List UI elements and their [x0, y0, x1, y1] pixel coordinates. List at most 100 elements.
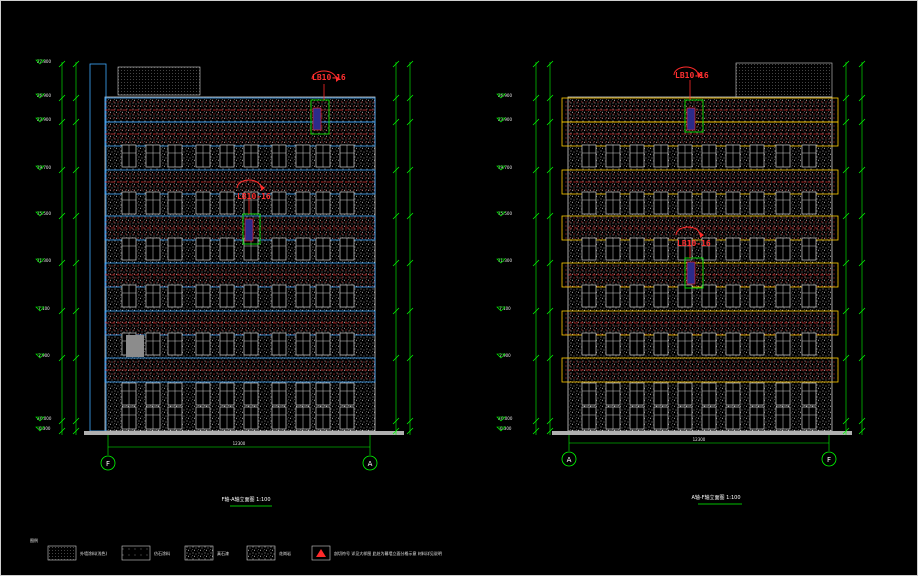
dimension-tick — [546, 354, 554, 362]
detail-box-fill — [686, 107, 696, 131]
level-label: 7.100 — [38, 306, 50, 311]
legend: 图例 外墙涂料(浅色) 仿石涂料 真石漆 花岗岩 剖切符号 详见大样图 此处为幕… — [30, 537, 442, 561]
legend-swatch — [184, 545, 214, 561]
stair-column — [89, 63, 107, 432]
dimension-tick — [406, 166, 414, 174]
level-marker — [35, 165, 45, 171]
section-symbol-icon — [316, 549, 326, 557]
dimension-tick — [72, 427, 80, 435]
detail-box-fill — [312, 107, 322, 131]
svg-text:A: A — [368, 460, 373, 468]
dimension-tick — [406, 354, 414, 362]
dimension-tick — [392, 307, 400, 315]
level-label: 23.900 — [37, 117, 51, 122]
dimension-tick — [842, 60, 850, 68]
level-marker — [496, 117, 506, 123]
section-tag: LB10-16 — [237, 192, 271, 201]
dimension-tick — [392, 60, 400, 68]
dimension-tick — [392, 259, 400, 267]
dimension-tick — [858, 354, 866, 362]
section-symbol-icon — [311, 70, 340, 100]
dimension-tick — [58, 118, 66, 126]
level-label: 19.700 — [37, 165, 51, 170]
dimension-tick — [392, 166, 400, 174]
dimension-tick — [842, 307, 850, 315]
dimension-tick — [72, 60, 80, 68]
level-label: 7.100 — [499, 306, 511, 311]
right-elevation: LB10-16 LB10-16 26.90023.90019.70015.500… — [496, 60, 866, 505]
dimension-tick — [406, 94, 414, 102]
dimension-tick — [842, 427, 850, 435]
dimension-tick — [72, 212, 80, 220]
dimension-tick — [58, 427, 66, 435]
dimension-tick — [532, 94, 540, 102]
dimension-tick — [532, 60, 540, 68]
dimension-tick — [858, 166, 866, 174]
level-marker — [35, 426, 45, 432]
dimension-tick — [72, 118, 80, 126]
dimension-tick — [858, 212, 866, 220]
axis-bubble: F — [100, 435, 116, 471]
dimension-tick — [58, 354, 66, 362]
dimension-tick — [406, 118, 414, 126]
dimension-tick — [842, 118, 850, 126]
dimension-tick — [58, 307, 66, 315]
level-marker — [35, 353, 45, 359]
dimension-tick — [532, 166, 540, 174]
level-marker — [35, 306, 45, 312]
level-label: 26.900 — [498, 93, 512, 98]
drawing-title: F轴-A轴立面图 1:100 — [221, 496, 270, 503]
detail-box-fill — [244, 218, 254, 242]
level-marker — [35, 59, 45, 65]
dimension-tick — [858, 417, 866, 425]
level-label: ±0.000 — [498, 416, 513, 421]
legend-heading: 图例 — [30, 537, 38, 543]
ground-line — [552, 431, 852, 435]
level-marker — [496, 93, 506, 99]
detail-box — [684, 99, 704, 133]
level-marker — [35, 211, 45, 217]
dimension-tick — [546, 166, 554, 174]
level-marker — [496, 426, 506, 432]
level-label: -0.300 — [38, 426, 51, 431]
level-label: 23.900 — [498, 117, 512, 122]
dimension-tick — [842, 94, 850, 102]
axis-bubble: A — [561, 435, 577, 467]
dimension-tick — [406, 212, 414, 220]
svg-text:F: F — [106, 460, 110, 468]
floor-bands — [104, 97, 376, 383]
dimension-tick — [858, 307, 866, 315]
section-tag: LB10-16 — [677, 239, 711, 248]
overall-width: 12300 — [233, 441, 246, 446]
legend-label: 仿石涂料 — [154, 550, 170, 556]
axis-bubble: F — [821, 435, 837, 467]
level-label: 15.500 — [498, 211, 512, 216]
dimension-tick — [58, 259, 66, 267]
dimension-tick — [392, 427, 400, 435]
dimension-tick — [546, 307, 554, 315]
dimension-tick — [392, 118, 400, 126]
level-label: ±0.000 — [37, 416, 52, 421]
level-marker — [35, 117, 45, 123]
dimension-tick — [532, 427, 540, 435]
level-marker — [496, 258, 506, 264]
dimension-tick — [72, 307, 80, 315]
dimension-tick — [858, 94, 866, 102]
section-tag: LB10-16 — [312, 73, 346, 82]
level-marker — [496, 416, 506, 422]
dimension-tick — [546, 259, 554, 267]
floor-bands — [561, 97, 839, 383]
legend-label: 剖切符号 详见大样图 此处为幕墙立面分格示意 材料详见说明 — [334, 550, 442, 556]
dimension-tick — [842, 354, 850, 362]
level-label: 11.300 — [498, 258, 512, 263]
dimension-tick — [58, 212, 66, 220]
infill-panel — [126, 335, 144, 357]
dimension-tick — [842, 259, 850, 267]
legend-label: 花岗岩 — [279, 550, 291, 556]
legend-label: 外墙涂料(浅色) — [80, 550, 108, 556]
level-marker — [35, 416, 45, 422]
dimension-tick — [532, 417, 540, 425]
level-label: -0.300 — [499, 426, 512, 431]
dimension-tick — [842, 417, 850, 425]
